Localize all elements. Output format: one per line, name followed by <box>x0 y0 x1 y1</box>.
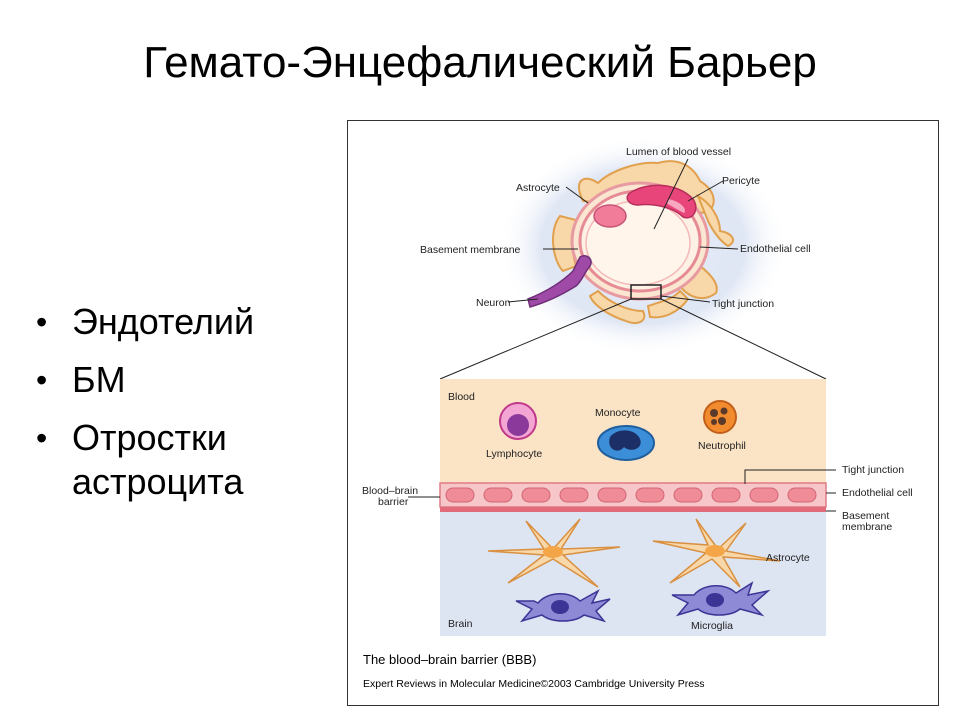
label-bbb-2: barrier <box>378 496 409 508</box>
bullet-text: Эндотелий <box>72 301 255 342</box>
label-bbb: Blood–brain <box>362 485 418 497</box>
label-monocyte: Monocyte <box>595 407 641 419</box>
lymphocyte-nucleus <box>507 414 529 436</box>
endothelial-cells <box>445 487 817 503</box>
label-tight-junction-top: Tight junction <box>712 298 774 310</box>
label-astrocyte-top: Astrocyte <box>516 182 560 194</box>
basement-membrane-layer <box>440 507 826 512</box>
bbb-figure: Lumen of blood vessel Astrocyte Pericyte… <box>347 120 939 706</box>
figure-caption: The blood–brain barrier (BBB) <box>363 652 537 667</box>
microglia-nucleus <box>706 593 724 607</box>
label-basement-membrane-top: Basement membrane <box>420 244 521 256</box>
figure-credit: Expert Reviews in Molecular Medicine©200… <box>363 678 705 690</box>
bullet-item: • БМ <box>36 358 312 402</box>
pericyte-nucleus <box>666 199 686 213</box>
bbb-diagram: Lumen of blood vessel Astrocyte Pericyte… <box>362 136 913 636</box>
label-astrocyte-bottom: Astrocyte <box>766 552 810 564</box>
bullet-item: • Эндотелий <box>36 300 312 344</box>
astrocyte-nucleus <box>543 546 563 558</box>
bullet-dot-icon: • <box>36 304 48 340</box>
endothelial-nucleus <box>593 204 627 228</box>
label-neutrophil: Neutrophil <box>698 440 746 452</box>
label-endothelial-cell-top: Endothelial cell <box>740 243 811 255</box>
label-basement-membrane-bottom-2: membrane <box>842 521 892 533</box>
bullet-dot-icon: • <box>36 420 48 456</box>
monocyte-nucleus <box>609 430 641 451</box>
label-basement-membrane-bottom: Basement <box>842 510 889 522</box>
label-microglia: Microglia <box>691 620 733 632</box>
label-endothelial-cell-bottom: Endothelial cell <box>842 487 913 499</box>
top-leader-lines <box>439 158 827 380</box>
label-lumen: Lumen of blood vessel <box>626 146 731 158</box>
bullet-item: • Отростки астроцита <box>36 416 312 504</box>
label-brain: Brain <box>448 618 473 630</box>
bullet-dot-icon: • <box>36 362 48 398</box>
neuron-shape <box>527 254 592 308</box>
astrocyte-nucleus <box>705 545 725 557</box>
label-neuron: Neuron <box>476 297 511 309</box>
bullet-text: БМ <box>72 359 126 400</box>
label-lymphocyte: Lymphocyte <box>486 448 542 460</box>
bullet-text: Отростки астроцита <box>72 417 244 502</box>
slide-title: Гемато-Энцефалический Барьер <box>143 38 817 87</box>
tight-junction-box <box>630 284 662 300</box>
microglia-nucleus <box>551 600 569 614</box>
label-blood: Blood <box>448 391 475 403</box>
bottom-leader-lines <box>408 469 836 512</box>
bullet-list: • Эндотелий • БМ • Отростки астроцита <box>36 300 312 518</box>
neutrophil-cell <box>703 400 737 434</box>
brain-region <box>440 512 826 636</box>
label-tight-junction-bottom: Tight junction <box>842 464 904 476</box>
label-pericyte: Pericyte <box>722 175 760 187</box>
neutrophil-nucleus <box>710 407 728 425</box>
